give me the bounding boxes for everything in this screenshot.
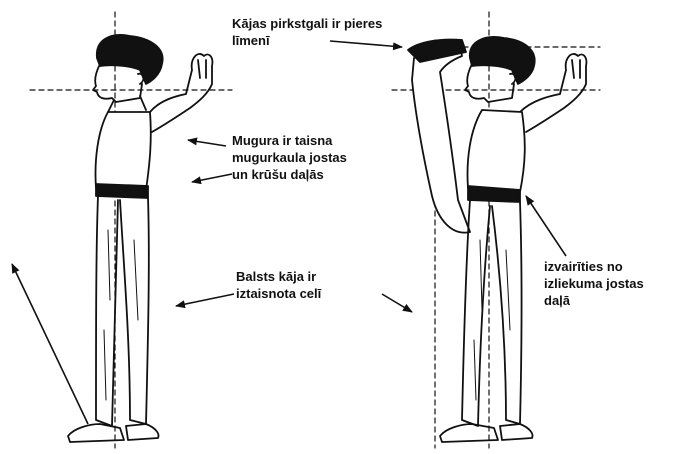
arrow-support-left: [176, 294, 234, 306]
high-kick-figure: [392, 12, 600, 448]
arrow-leg-line: [12, 264, 88, 424]
arrow-support-right: [382, 294, 412, 312]
arrow-back-upper: [188, 140, 226, 146]
arrow-avoid-bend: [526, 196, 566, 256]
arrow-back-lower: [192, 174, 232, 182]
annotation-toe-level: Kājas pirkstgali ir pieres līmenī: [232, 15, 382, 49]
standing-figure: [30, 12, 232, 448]
annotation-avoid-bend: izvairīties no izliekuma jostas daļā: [544, 258, 644, 309]
annotation-back-straight: Mugura ir taisna mugurkaula jostas un kr…: [232, 132, 347, 183]
annotation-support-leg: Balsts kāja ir iztaisnota celī: [236, 268, 321, 302]
